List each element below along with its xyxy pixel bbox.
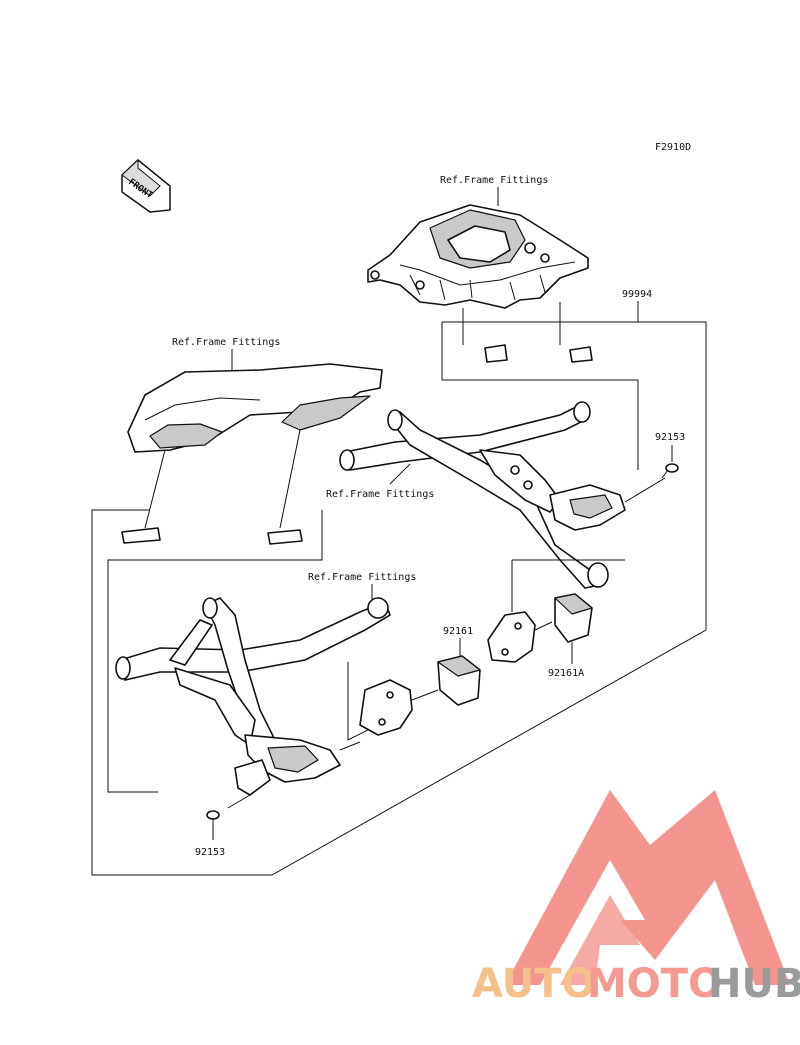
- grab-rail-right: [339, 401, 626, 589]
- pad-top-right: [569, 346, 593, 363]
- plate-92161A-right: [487, 611, 536, 663]
- watermark-hub: HUB: [708, 961, 800, 1007]
- pad-left-b: [267, 529, 303, 545]
- tail-cowl-left: [127, 363, 383, 453]
- grab-rail-left: [115, 597, 391, 796]
- watermark-auto: AUTO: [472, 961, 596, 1007]
- label-92161: 92161: [443, 626, 473, 637]
- rear-frame-top: [367, 204, 589, 309]
- label-92153-right: 92153: [655, 432, 685, 443]
- plate-92161-left: [359, 679, 413, 736]
- block-92161A: [554, 593, 593, 643]
- label-ref-frame-lower: Ref.Frame Fittings: [308, 572, 416, 583]
- bolt-92153-left: [206, 810, 220, 826]
- pad-top-left: [484, 344, 508, 363]
- watermark-logo-icon: [505, 790, 790, 985]
- label-ref-frame-top: Ref.Frame Fittings: [440, 175, 548, 186]
- block-92161: [437, 655, 481, 706]
- label-92153-left: 92153: [195, 847, 225, 858]
- bolt-92153-right: [661, 463, 679, 479]
- label-ref-frame-left: Ref.Frame Fittings: [172, 337, 280, 348]
- watermark-moto: MOTO: [587, 961, 722, 1007]
- diagram-code: F2910D: [655, 142, 691, 153]
- pad-left-a: [121, 527, 161, 544]
- label-ref-frame-mid: Ref.Frame Fittings: [326, 489, 434, 500]
- front-arrow-icon: FRONT: [121, 158, 171, 213]
- label-92161A: 92161A: [548, 668, 584, 679]
- label-99994: 99994: [622, 289, 652, 300]
